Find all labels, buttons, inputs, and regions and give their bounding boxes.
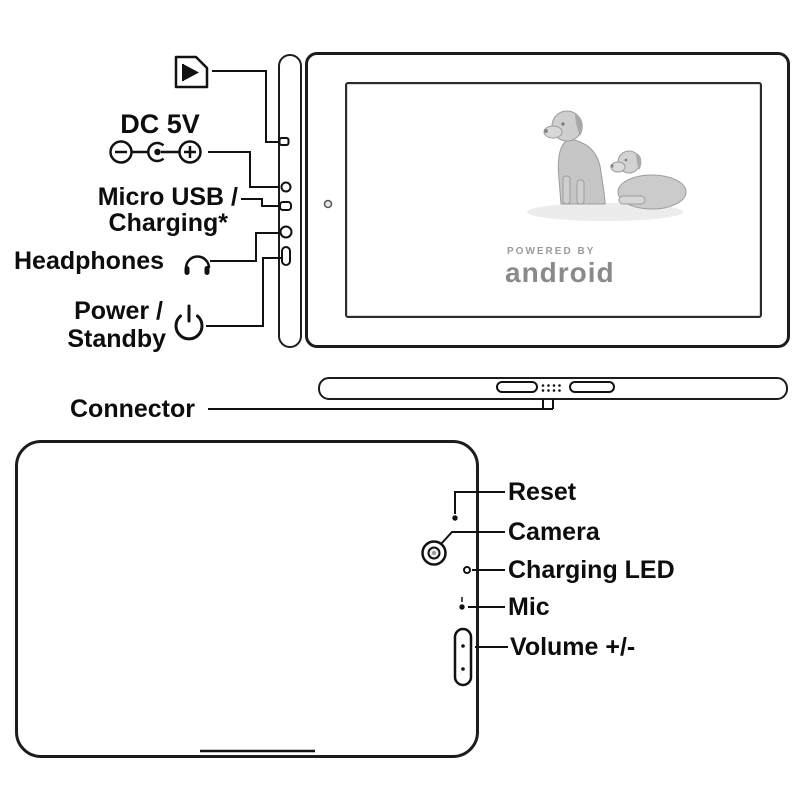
label-standby: Standby: [67, 325, 166, 353]
android-logo: android: [505, 257, 615, 288]
label-dc-5v: DC 5V: [120, 109, 200, 139]
headphones-icon: [184, 255, 211, 275]
label-charging: Charging*: [108, 209, 228, 237]
tablet-screen: POWERED BY android: [345, 82, 762, 318]
dc-polarity-icon: [109, 140, 202, 164]
power-icon: [174, 304, 204, 341]
dogs-photo: [527, 110, 687, 221]
label-connector: Connector: [70, 395, 195, 423]
label-charging-led: Charging LED: [508, 556, 675, 584]
label-power: Power /: [74, 297, 163, 325]
powered-by-text: POWERED BY: [507, 246, 596, 257]
tablet-bottom-edge-view: [318, 377, 788, 400]
label-mic: Mic: [508, 593, 550, 621]
label-volume: Volume +/-: [510, 633, 636, 661]
tablet-side-edge-view: [278, 54, 302, 348]
label-camera: Camera: [508, 518, 600, 546]
label-reset: Reset: [508, 478, 577, 506]
tablet-back-view: [15, 440, 479, 758]
sd-card-icon: [174, 55, 209, 89]
label-micro-usb: Micro USB /: [97, 183, 238, 211]
label-headphones: Headphones: [14, 247, 165, 275]
